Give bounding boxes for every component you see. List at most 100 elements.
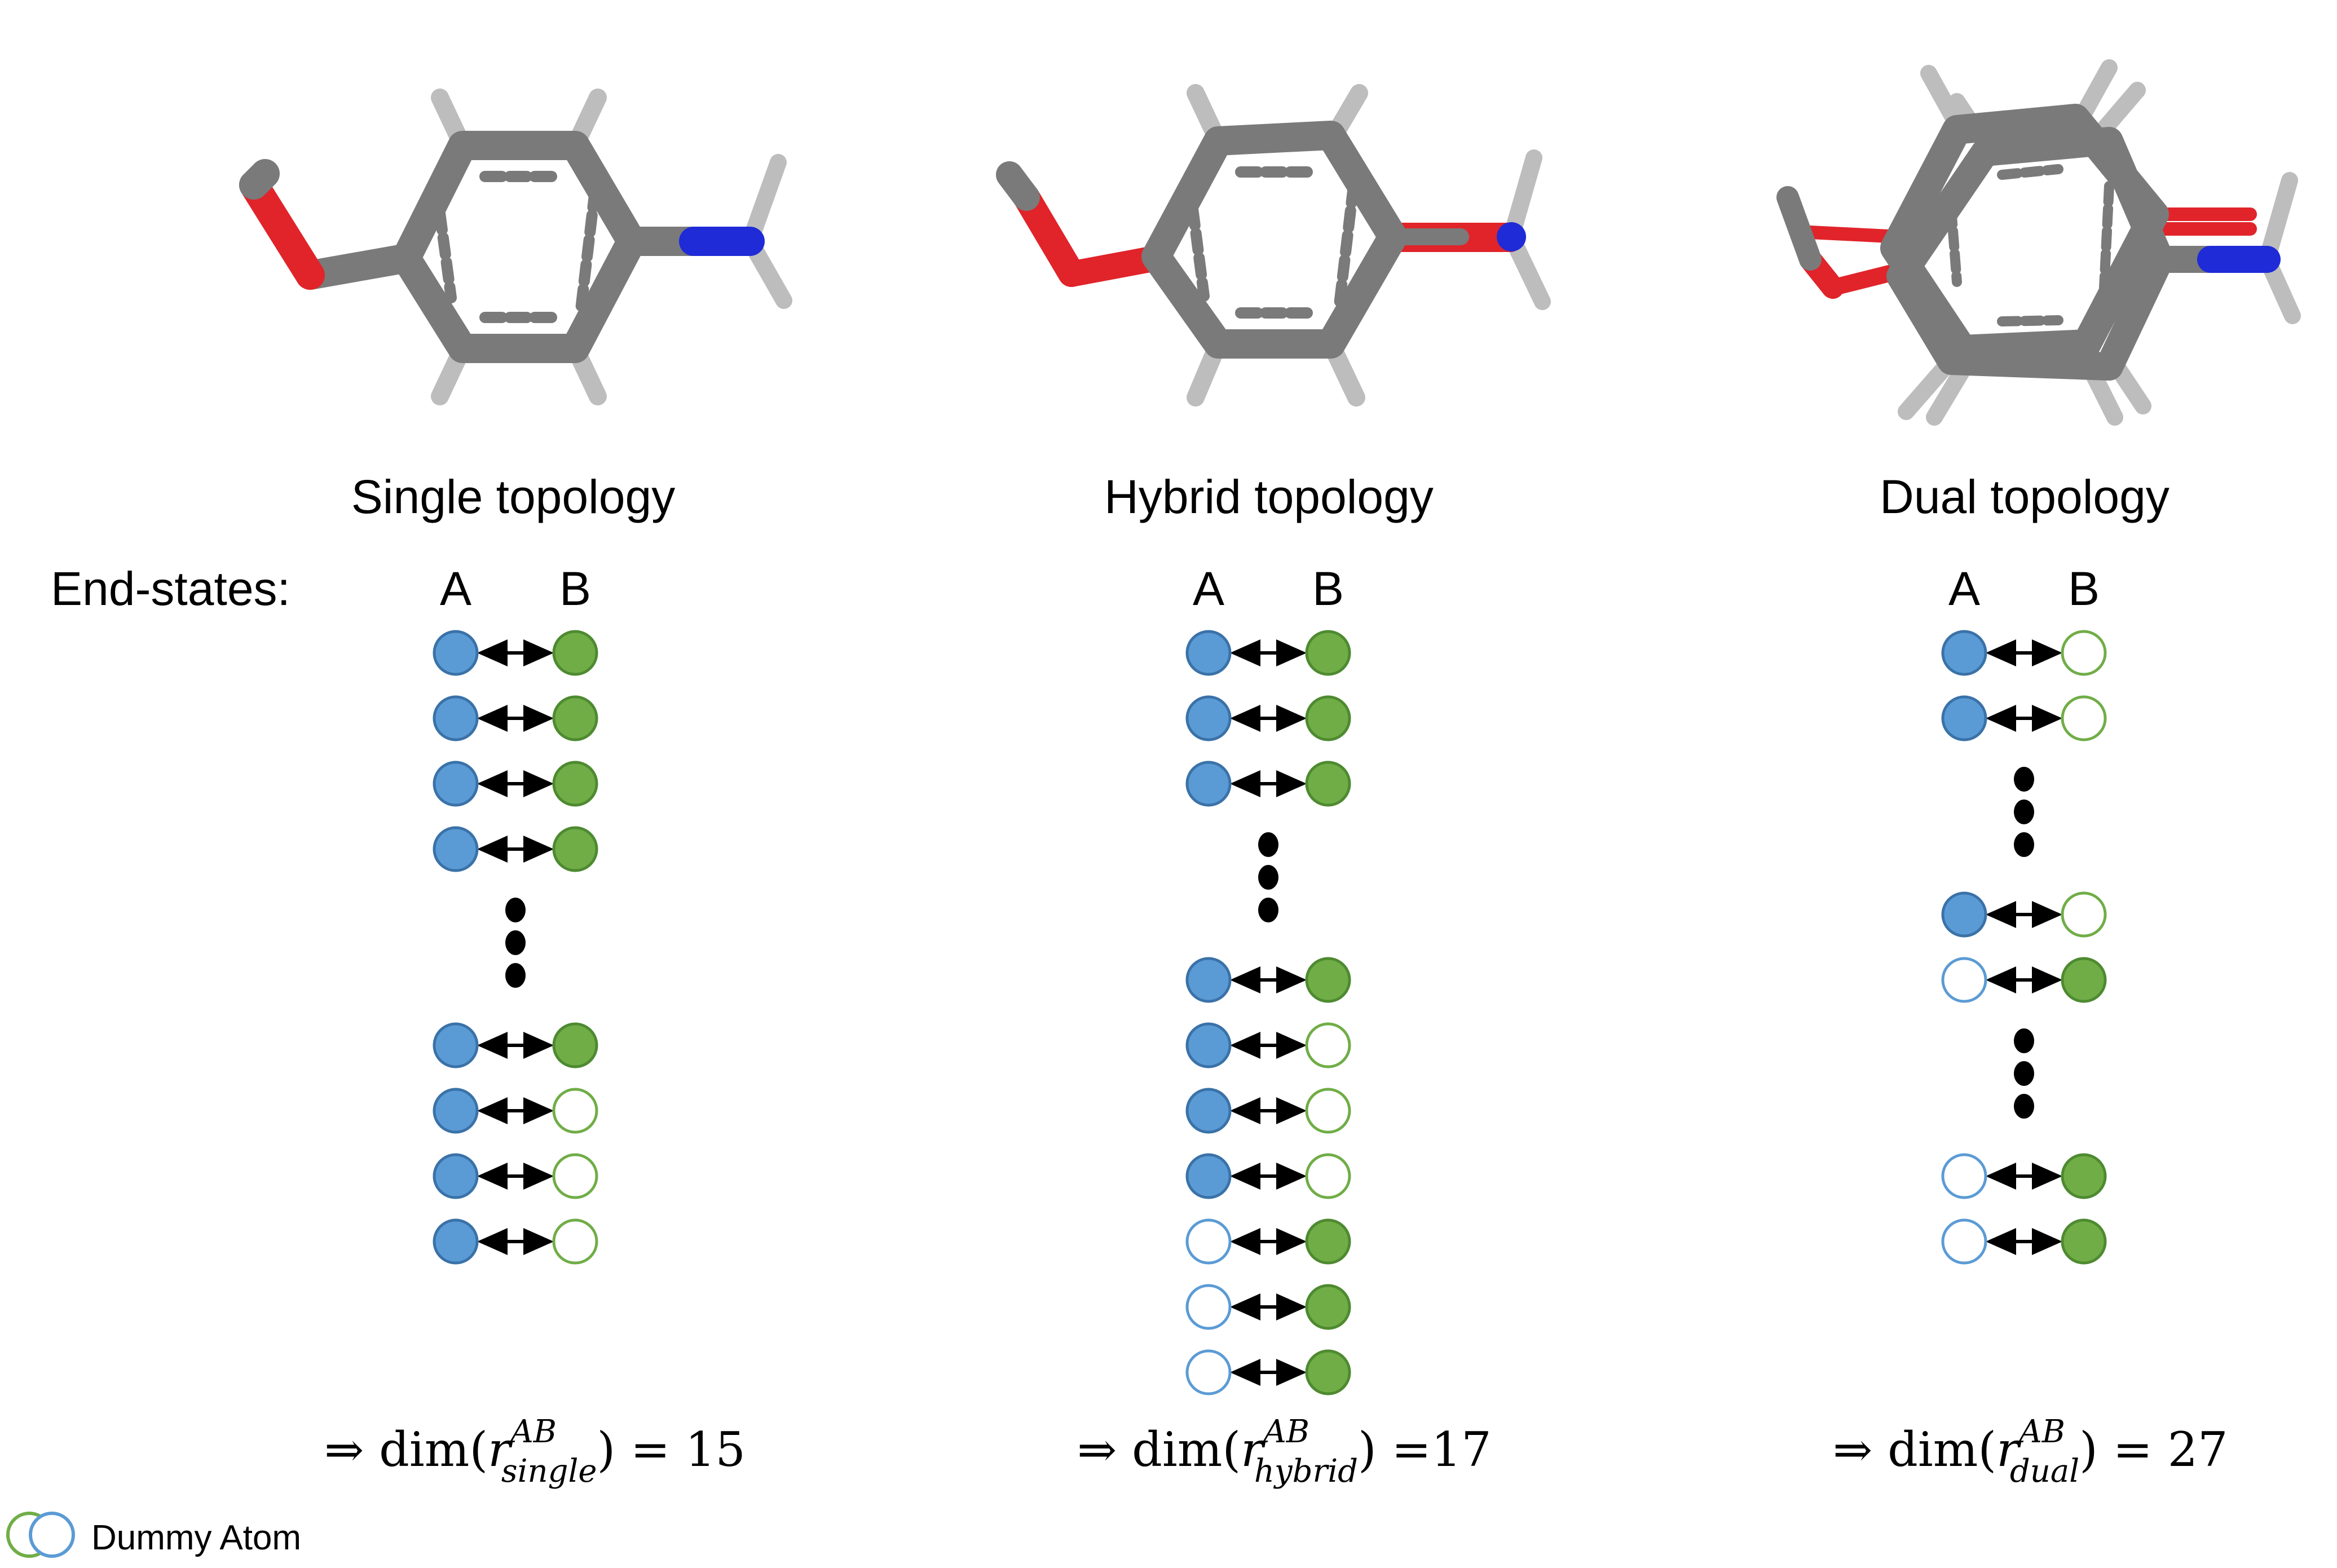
dummy-atom-a	[1185, 1284, 1232, 1330]
atom-b	[2061, 957, 2107, 1003]
ellipsis-dots	[2014, 1028, 2034, 1119]
panel-single-topology: Single topology A B	[351, 470, 675, 1265]
molecule-hybrid-topology	[996, 84, 1551, 407]
end-state-pair	[433, 1218, 598, 1265]
end-state-pair	[1185, 695, 1351, 741]
ellipsis-dot	[2014, 767, 2034, 792]
atom-a	[1185, 1022, 1232, 1068]
dummy-atom-b	[1305, 1022, 1351, 1068]
panel-title: Single topology	[351, 470, 675, 523]
column-b-header: B	[2068, 562, 2100, 615]
atom-b	[1305, 761, 1351, 807]
atom-a	[1185, 957, 1232, 1003]
end-state-pair	[433, 1022, 598, 1068]
end-state-pair	[1941, 891, 2107, 938]
end-state-pair	[1941, 695, 2107, 741]
end-state-pair	[1185, 761, 1351, 807]
end-state-pair	[1185, 1349, 1351, 1395]
end-state-pair	[433, 761, 598, 807]
atom-b	[1305, 957, 1351, 1003]
dummy-atom-a	[1941, 1153, 1987, 1199]
column-b-header: B	[1312, 562, 1344, 615]
vector-symbol: r	[1996, 1422, 2022, 1477]
end-state-pair	[433, 1088, 598, 1134]
end-state-pair	[433, 826, 598, 872]
end-state-pair	[433, 1153, 598, 1199]
end-state-pair	[1185, 1022, 1351, 1068]
panel-hybrid-topology: Hybrid topology A B	[1104, 470, 1434, 1395]
panel-dual-topology: Dual topology A B	[1880, 470, 2170, 1265]
atom-a	[433, 1153, 479, 1199]
dummy-atom-a	[1941, 1218, 1987, 1265]
end-state-pair	[1185, 957, 1351, 1003]
atom-a	[433, 1088, 479, 1134]
dummy-atom-b	[552, 1218, 598, 1265]
ellipsis-dot	[505, 898, 526, 922]
end-state-pair	[1941, 630, 2107, 676]
atom-a	[433, 826, 479, 872]
atom-a	[433, 1022, 479, 1068]
end-state-pair	[1941, 1218, 2107, 1265]
atom-b	[1305, 1349, 1351, 1395]
ellipsis-dot	[505, 930, 526, 955]
ellipsis-dots	[2014, 767, 2034, 857]
molecule-single-topology	[239, 89, 792, 405]
atom-b	[552, 761, 598, 807]
atom-a	[433, 695, 479, 741]
dummy-atom-b	[2061, 891, 2107, 938]
dummy-atom-b	[1305, 1153, 1351, 1199]
end-state-pair	[1185, 630, 1351, 676]
atom-b	[1305, 630, 1351, 676]
end-state-pair	[1941, 957, 2107, 1003]
end-state-pair	[1941, 1153, 2107, 1199]
end-state-rows	[1185, 630, 1351, 1395]
dummy-atom-legend-a	[29, 1512, 75, 1558]
atom-a	[1185, 1153, 1232, 1199]
end-state-rows	[433, 630, 598, 1265]
atom-b	[552, 695, 598, 741]
dummy-atom-b	[552, 1088, 598, 1134]
molecule-dual-topology	[1776, 59, 2301, 426]
legend: Dummy Atom	[6, 1512, 301, 1558]
vector-symbol: r	[488, 1422, 513, 1477]
dummy-atom-b	[1305, 1088, 1351, 1134]
column-b-header: B	[559, 562, 591, 615]
dummy-atom-b	[2061, 695, 2107, 741]
ellipsis-dot	[505, 963, 526, 988]
ellipsis-dot	[2014, 1094, 2034, 1119]
vector-symbol: r	[1241, 1422, 1266, 1477]
dummy-atom-a	[1185, 1349, 1232, 1395]
atom-b	[1305, 1218, 1351, 1265]
ellipsis-dot	[2014, 832, 2034, 857]
dummy-atom-a	[1941, 957, 1987, 1003]
dummy-atom-b	[552, 1153, 598, 1199]
ellipsis-dot	[1258, 865, 1278, 890]
atom-a	[1941, 630, 1987, 676]
column-a-header: A	[1948, 562, 1980, 615]
panel-title: Dual topology	[1880, 470, 2170, 523]
atom-b	[552, 630, 598, 676]
ellipsis-dot	[2014, 1028, 2034, 1053]
atom-b	[2061, 1218, 2107, 1265]
atom-b	[2061, 1153, 2107, 1199]
ellipsis-dot	[1258, 832, 1278, 857]
atom-a	[433, 1218, 479, 1265]
ellipsis-dot	[2014, 1061, 2034, 1086]
end-state-pair	[1185, 1153, 1351, 1199]
end-state-pair	[433, 695, 598, 741]
atom-a	[433, 761, 479, 807]
dummy-atom-a	[1185, 1218, 1232, 1265]
atom-b	[1305, 1284, 1351, 1330]
ellipsis-dots	[505, 898, 526, 988]
legend-label: Dummy Atom	[91, 1518, 301, 1557]
panel-title: Hybrid topology	[1104, 470, 1434, 523]
atom-b	[552, 826, 598, 872]
dummy-atom-b	[2061, 630, 2107, 676]
atom-b	[1305, 695, 1351, 741]
end-states-label: End-states:	[51, 562, 290, 615]
column-a-header: A	[1193, 562, 1224, 615]
end-state-pair	[433, 630, 598, 676]
atom-b	[552, 1022, 598, 1068]
